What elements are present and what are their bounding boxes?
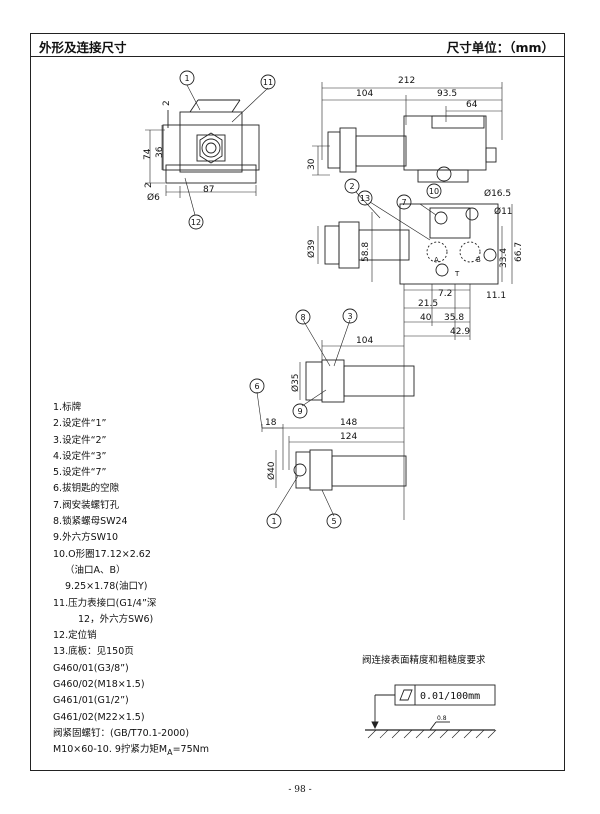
legend-item: 12.定位销 bbox=[53, 630, 97, 642]
flatness-symbol bbox=[365, 684, 496, 731]
balloon-5: 5 bbox=[331, 517, 336, 526]
legend-item: 11.压力表接口(G1/4”深 bbox=[53, 597, 157, 609]
dim-7-2: 7.2 bbox=[438, 289, 452, 299]
legend-item: G460/01(G3/8”) bbox=[53, 662, 129, 674]
port-a: A bbox=[434, 256, 439, 264]
legend-item: G461/02(M22×1.5) bbox=[53, 711, 145, 723]
dim-d11: Ø11 bbox=[494, 206, 513, 217]
dim-104: 104 bbox=[356, 89, 373, 99]
balloon-3: 3 bbox=[347, 312, 352, 321]
legend-item: G460/02(M18×1.5) bbox=[53, 679, 145, 691]
legend-item: 10.O形圈17.12×2.62 bbox=[53, 548, 151, 560]
balloon-13: 13 bbox=[360, 194, 370, 203]
dim-2b: 2 bbox=[144, 182, 154, 188]
dim-212: 212 bbox=[398, 76, 415, 86]
balloon-8: 8 bbox=[300, 313, 305, 322]
dim-64: 64 bbox=[466, 100, 478, 110]
page-number: - 98 - bbox=[288, 785, 312, 795]
side-view bbox=[312, 82, 503, 183]
torque-suffix: =75Nm bbox=[172, 744, 209, 756]
balloon-9: 9 bbox=[297, 407, 302, 416]
dim-2a: 2 bbox=[162, 100, 172, 106]
dim-42-9: 42.9 bbox=[450, 327, 470, 337]
dim-21-5: 21.5 bbox=[418, 299, 438, 309]
legend-item: 9.25×1.78(油口Y) bbox=[65, 581, 148, 593]
section-header: 外形及连接尺寸 尺寸单位：（mm） bbox=[31, 34, 564, 57]
dim-124: 124 bbox=[340, 432, 357, 442]
legend-item: 9.外六方SW10 bbox=[53, 532, 119, 544]
legend-item: 2.设定件“1” bbox=[53, 418, 107, 430]
legend-item: 3.设定件“2” bbox=[53, 434, 107, 446]
legend-item: 5.设定件“7” bbox=[53, 467, 107, 479]
unit-label: 尺寸单位：（mm） bbox=[446, 40, 554, 55]
dim-33-4: 33.4 bbox=[499, 248, 509, 268]
balloon-1-bottom: 1 bbox=[271, 517, 276, 526]
balloon-6: 6 bbox=[254, 382, 259, 391]
legend-item: 7.阀安装螺钉孔 bbox=[53, 499, 120, 511]
legend-item: 13.底板：见150页 bbox=[53, 646, 134, 658]
dim-148: 148 bbox=[340, 418, 357, 428]
dim-d40: Ø40 bbox=[266, 461, 277, 480]
section-title: 外形及连接尺寸 bbox=[39, 40, 127, 55]
middle-assembly-view bbox=[299, 319, 415, 407]
dim-30: 30 bbox=[307, 158, 317, 170]
dim-58-8: 58.8 bbox=[361, 242, 371, 262]
balloon-10: 10 bbox=[429, 187, 439, 196]
dim-11-1: 11.1 bbox=[486, 291, 506, 301]
flatness-title: 阀连接表面精度和粗糙度要求 bbox=[362, 655, 486, 666]
roughness-value: 0.8 bbox=[437, 715, 447, 722]
dim-18: 18 bbox=[265, 418, 277, 428]
legend-item: 8.锁紧螺母SW24 bbox=[53, 516, 128, 528]
balloon-12: 12 bbox=[191, 218, 201, 227]
balloon-7: 7 bbox=[401, 198, 406, 207]
dim-104-mid: 104 bbox=[356, 336, 373, 346]
parts-legend: 1.标牌 2.设定件“1” 3.设定件“2” 4.设定件“3” 5.设定件“7”… bbox=[53, 400, 353, 761]
dim-35-8: 35.8 bbox=[444, 313, 464, 323]
dim-40: 40 bbox=[420, 313, 432, 323]
dim-d6: Ø6 bbox=[147, 192, 160, 203]
legend-item: 4.设定件“3” bbox=[53, 450, 107, 462]
flatness-tolerance: 0.01/100mm bbox=[420, 691, 480, 702]
port-t: T bbox=[454, 270, 460, 278]
page-frame: 外形及连接尺寸 尺寸单位：（mm） bbox=[30, 33, 565, 771]
port-b: B bbox=[476, 256, 481, 264]
dim-d35: Ø35 bbox=[290, 373, 301, 392]
bottom-assembly-view bbox=[256, 391, 407, 517]
dim-66-7: 66.7 bbox=[514, 242, 524, 262]
dim-74: 74 bbox=[143, 148, 153, 160]
balloon-1: 1 bbox=[184, 74, 189, 83]
dim-87: 87 bbox=[203, 185, 214, 195]
dim-36: 36 bbox=[155, 146, 165, 158]
torque-line: M10×60-10. 9拧紧力矩MA=75Nm bbox=[53, 742, 353, 761]
dim-d16-5: Ø16.5 bbox=[484, 188, 511, 199]
torque-prefix: M10×60-10. 9拧紧力矩M bbox=[53, 744, 168, 756]
legend-item: G461/01(G1/2”) bbox=[53, 695, 129, 707]
legend-item: 12，外六方SW6) bbox=[78, 613, 154, 625]
ground-hatch bbox=[367, 729, 497, 739]
dim-d39: Ø39 bbox=[306, 239, 317, 258]
dim-93-5: 93.5 bbox=[437, 89, 457, 99]
port-view bbox=[317, 191, 513, 520]
legend-item: （油口A、B） bbox=[65, 564, 126, 576]
legend-item: 阀紧固螺钉：(GB/T70.1-2000) bbox=[53, 727, 190, 739]
torque-subscript: A bbox=[167, 748, 173, 758]
legend-item: 1.标牌 bbox=[53, 402, 82, 413]
front-view bbox=[145, 84, 269, 216]
legend-item: 6.拔钥匙的空隙 bbox=[53, 483, 120, 495]
balloon-2: 2 bbox=[349, 182, 354, 191]
balloon-11: 11 bbox=[263, 78, 273, 87]
